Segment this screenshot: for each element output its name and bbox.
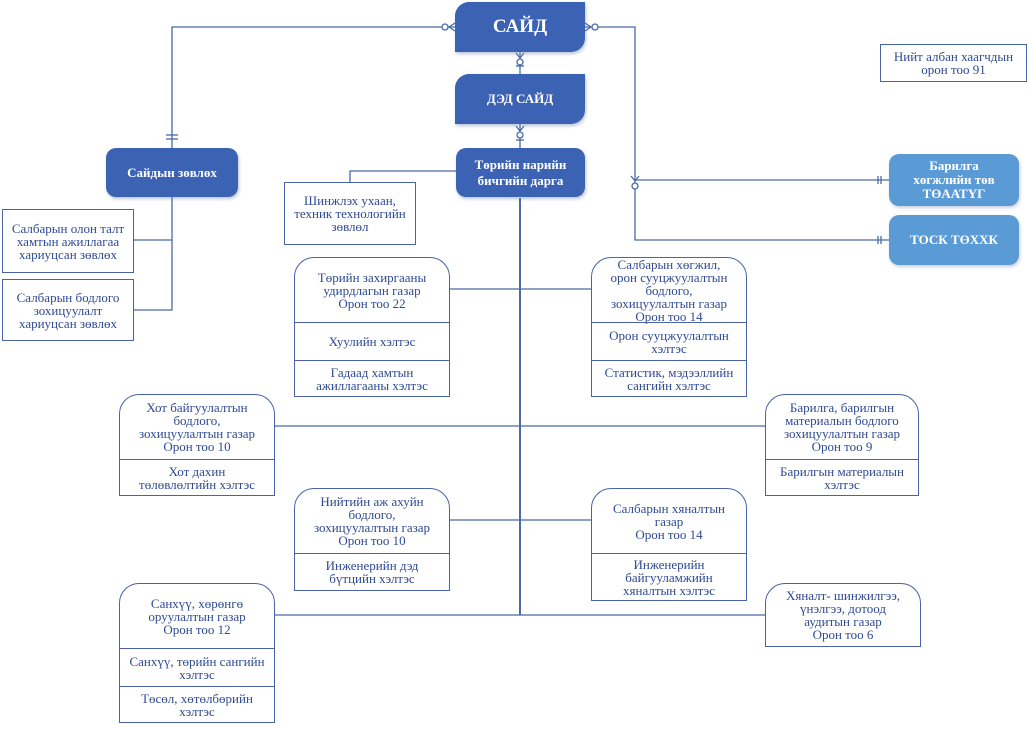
department-name: Санхүү, хөрөнгө оруулалтын газар Орон то… [148,595,246,637]
division-label: Хот дахин төлөвлөлтийн хэлтэс [139,463,255,492]
department-box[interactable]: Барилга, барилгын материалын бодлого зох… [765,394,919,496]
department-box[interactable]: Салбарын хөгжил, орон сууцжуулалтын бодл… [591,257,747,397]
deputy-minister-label: ДЭД САЙД [486,91,554,106]
state-secretary-label: Төрийн нарийн бичгийн дарга [474,156,567,188]
department-name: Салбарын хөгжил, орон сууцжуулалтын бодл… [610,256,728,324]
deputy-minister-box[interactable]: ДЭД САЙД [455,74,585,124]
department-box[interactable]: Санхүү, хөрөнгө оруулалтын газар Орон то… [119,583,275,723]
division-label: Санхүү, төрийн сангийн хэлтэс [129,653,265,682]
division-label: Орон сууцжуулалтын хэлтэс [609,327,729,356]
division-label: Төсөл, хөтөлбөрийн хэлтэс [141,690,253,719]
department-name: Хот байгуулалтын бодлого, зохицуулалтын … [138,400,256,454]
science-council-label: Шинжлэх ухаан, техник технологийн зөвлөл [294,193,406,234]
department-name: Салбарын хяналтын газар Орон тоо 14 [612,500,726,542]
department-box[interactable]: Төрийн захиргааны удирдлагын газар Орон … [294,257,450,397]
connector-minister-council [171,26,455,148]
division-label: Барилгын материалын хэлтэс [780,463,904,492]
department-name: Барилга, барилгын материалын бодлого зох… [783,400,901,454]
total-staff-label: Нийт албан хаагчдын орон тоо 91 [893,49,1014,77]
division-label: Инженерийн дэд бүтцийн хэлтэс [325,558,419,586]
division-label: Статистик, мэдээллийн сангийн хэлтэс [604,364,734,393]
division-label: Инженерийн байгууламжийн хяналтын хэлтэс [623,556,715,598]
connector-minister-affiliates [585,26,890,241]
science-council-box[interactable]: Шинжлэх ухаан, техник технологийн зөвлөл [284,182,416,245]
advisor-box[interactable]: Салбарын олон талт хамтын ажиллагаа хари… [2,209,134,273]
department-box[interactable]: Хяналт- шинжилгээ, үнэлгээ, дотоод аудит… [765,583,921,647]
state-secretary-box[interactable]: Төрийн нарийн бичгийн дарга [456,148,585,197]
department-name: Хяналт- шинжилгээ, үнэлгээ, дотоод аудит… [785,588,901,642]
total-staff-box: Нийт албан хаагчдын орон тоо 91 [880,44,1027,82]
tosk-label: ТОСК ТӨХХК [910,232,998,247]
advisor-box[interactable]: Салбарын бодлого зохицуулалт хариуцсан з… [2,279,134,341]
minister-box[interactable]: САЙД [455,2,585,52]
ministers-council-box[interactable]: Сайдын зөвлөх [106,148,238,197]
advisor-label: Салбарын олон талт хамтын ажиллагаа хари… [11,220,125,262]
division-label: Гадаад хамтын ажиллагааны хэлтэс [316,364,428,393]
tosk-box[interactable]: ТОСК ТӨХХК [889,215,1019,265]
advisor-label: Салбарын бодлого зохицуулалт хариуцсан з… [16,289,120,331]
construction-center-label: Барилга хөгжлийн төв ТӨААТҮГ [913,158,995,201]
department-box[interactable]: Нийтийн аж ахуйн бодлого, зохицуулалтын … [294,488,450,591]
department-box[interactable]: Хот байгуулалтын бодлого, зохицуулалтын … [119,394,275,496]
ministers-council-label: Сайдын зөвлөх [127,164,217,180]
construction-center-box[interactable]: Барилга хөгжлийн төв ТӨААТҮГ [889,154,1019,206]
department-box[interactable]: Салбарын хяналтын газар Орон тоо 14 Инже… [591,488,747,601]
department-name: Төрийн захиргааны удирдлагын газар Орон … [317,269,427,311]
minister-label: САЙД [492,16,548,37]
department-name: Нийтийн аж ахуйн бодлого, зохицуулалтын … [313,494,431,548]
division-label: Хуулийн хэлтэс [328,334,416,349]
